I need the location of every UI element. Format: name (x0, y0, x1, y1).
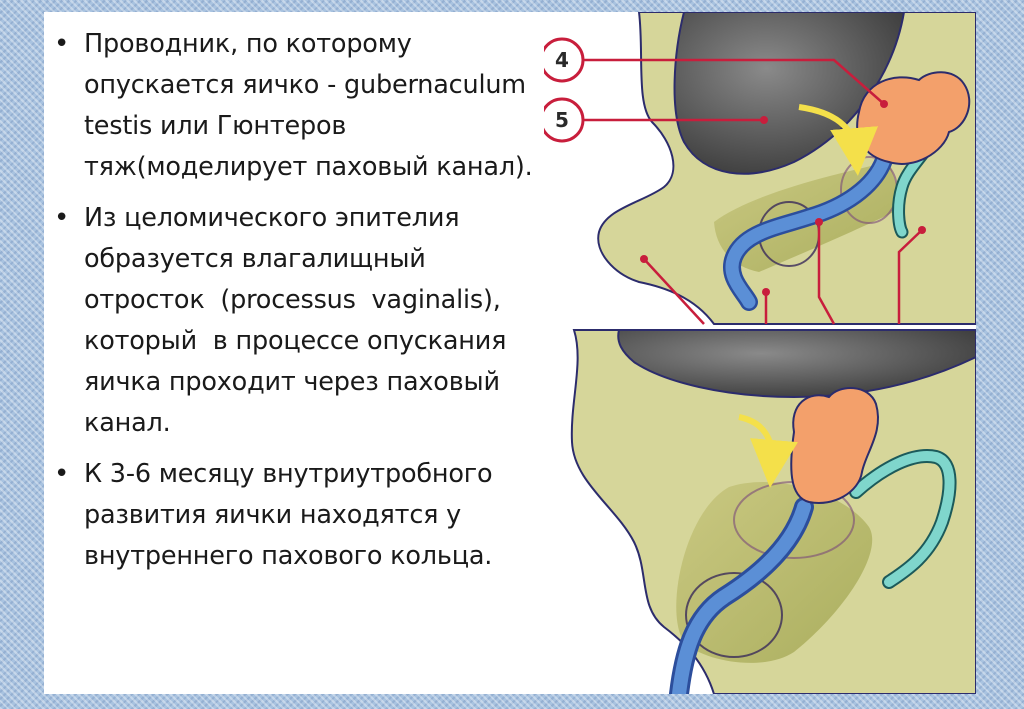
slide: • Проводник, по которому опускается яичк… (44, 12, 976, 694)
abdominal-organ-bottom (617, 329, 976, 399)
callout-4-label: 4 (555, 48, 569, 72)
bullet-item-processus-vaginalis: • Из целомического эпителия образуется в… (52, 198, 552, 444)
bullet-text: Из целомического эпителия образуется вла… (84, 203, 517, 438)
top-panel: 4 5 (544, 12, 976, 325)
pointer-line-a (643, 258, 705, 325)
vessel-bottom-inner (672, 500, 811, 694)
pointer-line-c (817, 222, 836, 325)
gubernaculum-vessel-inner (725, 153, 891, 309)
pointer-dot-a (640, 255, 648, 263)
inguinal-canal-bottom (676, 481, 873, 663)
callout-5: 5 (544, 97, 768, 143)
bullet-dot-icon: • (54, 29, 70, 59)
descent-arrow (798, 104, 878, 176)
callout-4: 4 (544, 37, 888, 108)
callout-4-dot (880, 100, 888, 108)
callout-5-dot (760, 116, 768, 124)
callout-5-label: 5 (555, 108, 569, 132)
pointer-line-d (897, 229, 923, 324)
anatomy-diagram: 4 5 (544, 12, 976, 694)
bullet-text: Проводник, по которому опускается яичко … (84, 29, 534, 182)
bullet-item-inner-ring: • К 3-6 месяцу внутриутробного развития … (52, 454, 552, 577)
descent-arrow-bottom (738, 414, 798, 488)
pointer-dot-d (918, 226, 926, 234)
text-panel: • Проводник, по которому опускается яичк… (52, 24, 552, 587)
testis (856, 71, 971, 165)
testis-bottom (790, 386, 879, 504)
pointer-dot-c (815, 218, 823, 226)
bullet-dot-icon: • (54, 203, 70, 233)
bottom-panel (544, 329, 976, 694)
bottom-pointers (643, 222, 923, 325)
bullet-item-gubernaculum: • Проводник, по которому опускается яичк… (52, 24, 552, 188)
bullet-dot-icon: • (54, 459, 70, 489)
bullet-list: • Проводник, по которому опускается яичк… (52, 24, 552, 577)
bullet-text: К 3-6 месяцу внутриутробного развития яи… (84, 459, 501, 571)
callout-4-pointer (583, 58, 885, 105)
abdominal-organ (673, 12, 906, 175)
ductus-deferens-bottom-inner (851, 451, 955, 587)
pointer-dot-b (762, 288, 770, 296)
anatomy-figure: 4 5 (544, 12, 976, 694)
pointer-dots (640, 218, 926, 296)
outer-ring-bottom (685, 572, 783, 658)
